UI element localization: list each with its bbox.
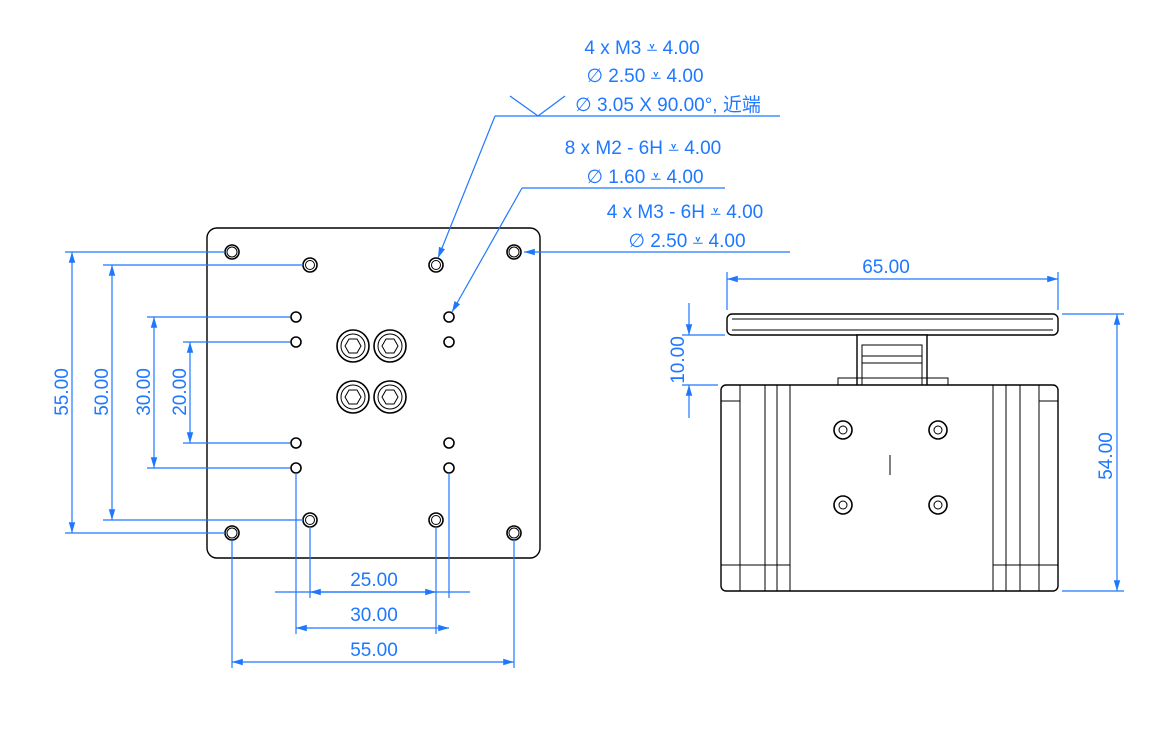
callout-m2-line2: ∅ 1.60 ⩡ 4.00 [586,167,703,188]
front-view: 55.00 50.00 30.00 20.00 25.00 30.00 55.0… [52,95,790,668]
dim-height-50: 50.00 [92,368,113,416]
callout-m3-line1: 4 x M3 ⩡ 4.00 [584,38,699,59]
side-bracket [856,334,928,388]
m3-holes [302,257,444,528]
callout-m3-line2: ∅ 2.50 ⩡ 4.00 [586,66,703,87]
callout-m2-line1: 8 x M2 - 6H ⩡ 4.00 [565,138,721,159]
side-screws [833,420,948,515]
front-plate-outline [206,227,541,559]
hex-bolts [336,329,407,414]
dim-height-20: 20.00 [170,368,191,416]
dim-width-30: 30.00 [350,605,398,626]
side-view: 65.00 10.00 54.00 [668,257,1124,592]
dim-side-width-65: 65.00 [862,257,910,278]
callout-m3-line3: ∅ 3.05 X 90.00°, 近端 [575,94,761,116]
callout-m36h-line1: 4 x M3 - 6H ⩡ 4.00 [607,202,763,223]
dim-height-30: 30.00 [134,368,155,416]
m2-holes [290,311,455,474]
side-dims [682,272,1124,592]
callout-leaders [437,95,790,313]
dim-width-25: 25.00 [350,570,398,591]
callout-m36h-line2: ∅ 2.50 ⩡ 4.00 [628,231,745,252]
front-vertical-dims [65,251,303,534]
dim-width-55: 55.00 [350,640,398,661]
front-horizontal-dims [231,473,515,668]
dim-side-height-54: 54.00 [1096,432,1117,480]
side-top-plate [726,313,1059,336]
side-motor-body [720,384,1059,592]
dim-side-height-10: 10.00 [668,336,689,384]
dim-height-55: 55.00 [52,368,73,416]
